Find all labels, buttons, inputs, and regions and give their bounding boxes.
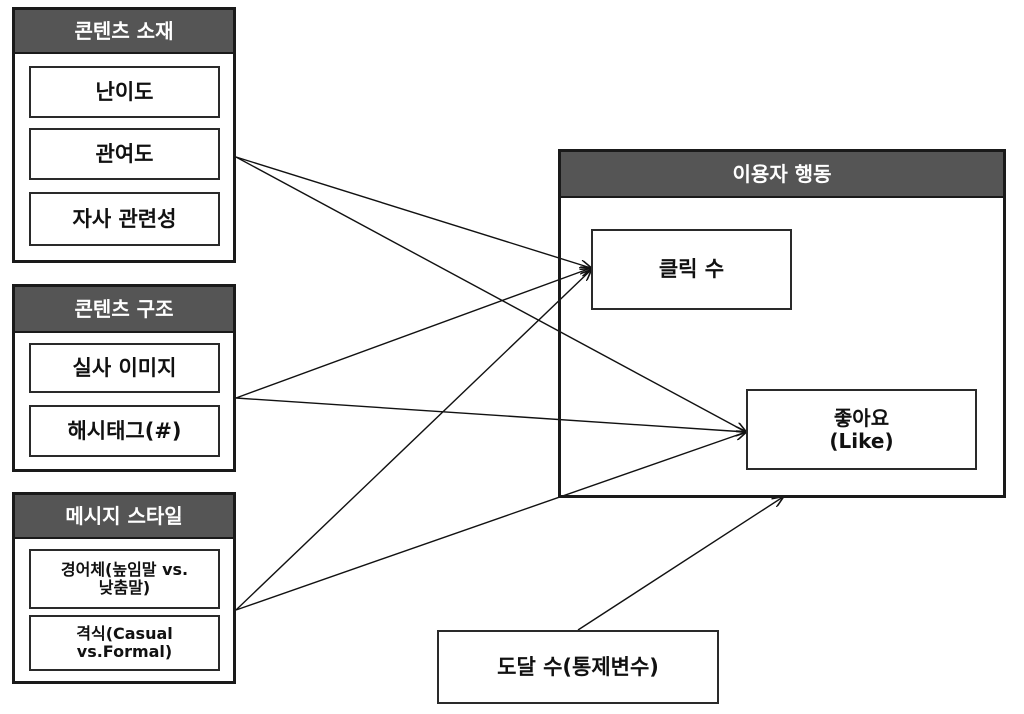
message-style-title: 메시지 스타일 xyxy=(15,495,233,539)
arrow-structure-to-likes xyxy=(235,397,746,432)
real-image-box: 실사 이미지 xyxy=(29,343,220,393)
difficulty-box: 난이도 xyxy=(29,66,220,118)
formality-box: 격식(Casual vs.Formal) xyxy=(29,615,220,671)
content-structure-title: 콘텐츠 구조 xyxy=(15,287,233,333)
user-behavior-title: 이용자 행동 xyxy=(561,152,1003,198)
arrow-control-to-outcome xyxy=(577,497,783,631)
likes-label: 좋아요 (Like) xyxy=(829,405,894,453)
arrow-material-to-clicks xyxy=(235,156,591,268)
hashtag-label: 해시태그(#) xyxy=(67,418,182,443)
honorific-label: 경어체(높임말 vs. 낮춤말) xyxy=(60,559,189,597)
user-behavior-group: 이용자 행동 xyxy=(558,149,1006,498)
content-structure-group: 콘텐츠 구조 실사 이미지 해시태그(#) xyxy=(12,284,236,472)
hashtag-box: 해시태그(#) xyxy=(29,405,220,457)
real-image-label: 실사 이미지 xyxy=(72,355,177,380)
honorific-box: 경어체(높임말 vs. 낮춤말) xyxy=(29,549,220,609)
involvement-box: 관여도 xyxy=(29,128,220,180)
involvement-label: 관여도 xyxy=(95,141,154,166)
arrow-material-to-likes xyxy=(235,156,746,432)
difficulty-label: 난이도 xyxy=(95,79,154,104)
formality-label: 격식(Casual vs.Formal) xyxy=(76,623,173,661)
arrow-style-to-clicks xyxy=(235,270,591,611)
likes-box: 좋아요 (Like) xyxy=(746,389,977,470)
reach-control-box: 도달 수(통제변수) xyxy=(437,630,719,704)
clicks-label: 클릭 수 xyxy=(658,257,725,282)
arrow-style-to-likes xyxy=(235,432,746,611)
content-material-group: 콘텐츠 소재 난이도 관여도 자사 관련성 xyxy=(12,7,236,263)
content-material-title: 콘텐츠 소재 xyxy=(15,10,233,54)
clicks-box: 클릭 수 xyxy=(591,229,792,310)
message-style-group: 메시지 스타일 경어체(높임말 vs. 낮춤말) 격식(Casual vs.Fo… xyxy=(12,492,236,684)
brand-relevance-box: 자사 관련성 xyxy=(29,192,220,246)
reach-control-label: 도달 수(통제변수) xyxy=(497,654,659,679)
arrow-structure-to-clicks xyxy=(235,268,591,399)
brand-relevance-label: 자사 관련성 xyxy=(72,206,177,231)
